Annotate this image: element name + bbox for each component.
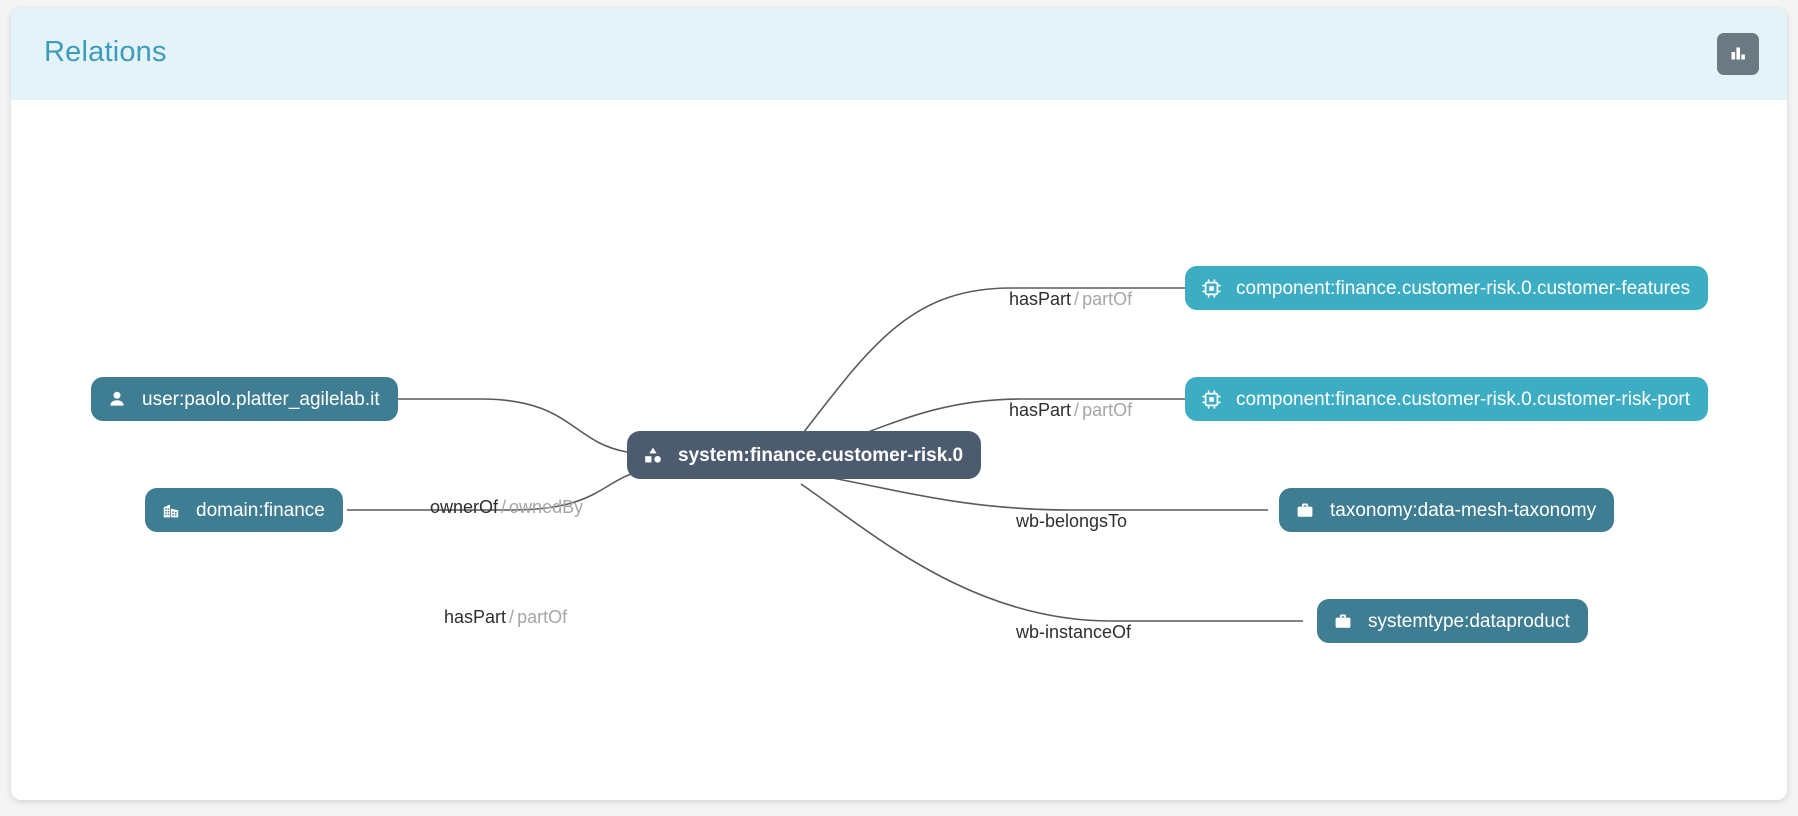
graph-node-component-risk-port[interactable]: component:finance.customer-risk.0.custom… [1185, 377, 1709, 421]
edge-label-domain-forward: hasPart [444, 607, 507, 627]
graph-node-domain[interactable]: domain:finance [145, 488, 343, 532]
edge-label-separator: / [1074, 400, 1080, 420]
edge-label-component-features: hasPart/partOf [1009, 290, 1132, 308]
graph-node-system-label: system:finance.customer-risk.0 [678, 444, 964, 466]
graph-node-system[interactable]: system:finance.customer-risk.0 [627, 431, 982, 479]
edge-label-domain-reverse: partOf [517, 607, 568, 627]
edge-label-component-features-forward: hasPart [1009, 289, 1072, 309]
edge-label-domain: hasPart/partOf [444, 608, 567, 626]
graph-node-user[interactable]: user:paolo.platter_agilelab.it [91, 377, 398, 421]
graph-node-component-features-label: component:finance.customer-risk.0.custom… [1236, 277, 1691, 299]
graph-node-component-risk-port-label: component:finance.customer-risk.0.custom… [1236, 388, 1691, 410]
edge-label-separator: / [509, 607, 515, 627]
briefcase-icon [1331, 609, 1355, 633]
chip-icon [1199, 276, 1223, 300]
chip-icon [1199, 387, 1223, 411]
graph-node-systemtype[interactable]: systemtype:dataproduct [1317, 599, 1588, 643]
relations-card: Relations [11, 8, 1787, 800]
edge-label-component-features-reverse: partOf [1082, 289, 1133, 309]
graph-node-taxonomy[interactable]: taxonomy:data-mesh-taxonomy [1279, 488, 1615, 532]
edge-label-separator: / [1074, 289, 1080, 309]
edge-label-taxonomy-forward: wb-belongsTo [1016, 511, 1128, 531]
shapes-icon [641, 443, 665, 467]
edge-systemtype-path [800, 483, 1303, 622]
edge-label-user: ownerOf/ownedBy [430, 498, 583, 516]
page-title: Relations [44, 36, 167, 68]
graph-node-domain-label: domain:finance [196, 499, 325, 521]
edge-taxonomy-path [810, 473, 1268, 511]
graph-node-systemtype-label: systemtype:dataproduct [1368, 610, 1570, 632]
relations-graph: ownerOf/ownedBy hasPart/partOf hasPart/p… [11, 100, 1787, 800]
edge-label-component-risk-port-forward: hasPart [1009, 400, 1072, 420]
user-icon [105, 387, 129, 411]
edge-label-taxonomy: wb-belongsTo [1016, 512, 1127, 530]
edge-label-component-risk-port: hasPart/partOf [1009, 401, 1132, 419]
building-icon [159, 498, 183, 522]
edge-label-user-reverse: ownedBy [509, 497, 584, 517]
briefcase-icon [1293, 498, 1317, 522]
edge-label-separator: / [501, 497, 507, 517]
graph-node-taxonomy-label: taxonomy:data-mesh-taxonomy [1330, 499, 1597, 521]
edge-label-user-forward: ownerOf [430, 497, 499, 517]
edge-label-systemtype-forward: wb-instanceOf [1016, 622, 1132, 642]
bar-chart-button[interactable] [1717, 33, 1759, 75]
card-header: Relations [11, 8, 1787, 100]
edge-label-systemtype: wb-instanceOf [1016, 623, 1131, 641]
graph-node-component-features[interactable]: component:finance.customer-risk.0.custom… [1185, 266, 1709, 310]
graph-node-user-label: user:paolo.platter_agilelab.it [142, 388, 380, 410]
edge-label-component-risk-port-reverse: partOf [1082, 400, 1133, 420]
bar-chart-icon [1728, 43, 1748, 66]
